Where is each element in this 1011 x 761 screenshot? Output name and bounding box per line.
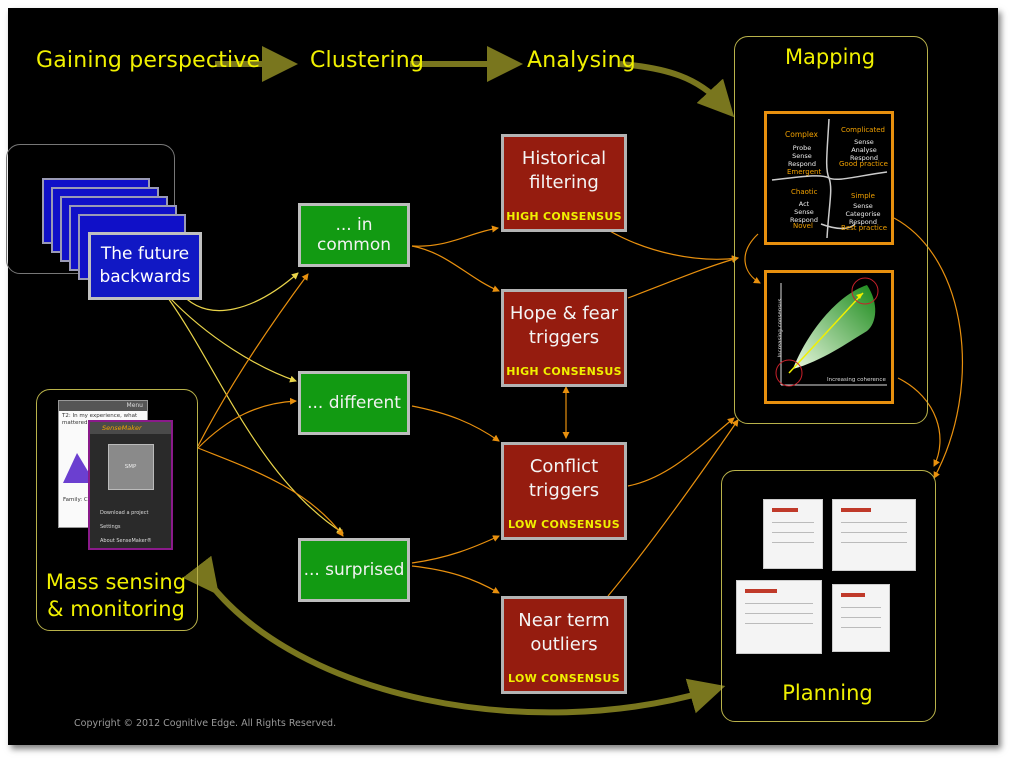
link-surprised-conflict (411, 535, 500, 564)
link-cynefin-graph (744, 233, 761, 284)
future-backwards-card: The future backwards (88, 232, 202, 300)
app-family: Family: Conn (63, 497, 99, 503)
consensus-graph: Increasing coherence Increasing consensu… (764, 270, 894, 404)
link-historical-mapping (607, 229, 739, 263)
link-common-hope (411, 245, 500, 292)
app-menu-item[interactable]: About SenseMaker® (100, 538, 152, 544)
cynefin-novel: Novel (793, 222, 813, 230)
link-future-surprised (167, 297, 344, 534)
planning-panel (721, 470, 936, 722)
consensus-label: LOW CONSENSUS (508, 672, 620, 685)
header-analysing: Analysing (527, 48, 636, 73)
link-different-conflict (411, 405, 500, 442)
cynefin-emergent: Emergent (787, 168, 822, 176)
cluster-in-common: ... in common (298, 203, 410, 267)
link-graph-planning (897, 377, 941, 467)
feedback-arrow (182, 555, 726, 716)
cynefin-complicated-sub: Sense Analyse Respond (850, 138, 878, 162)
cynefin-simple: Simple (851, 192, 875, 200)
consensus-label: LOW CONSENSUS (508, 518, 620, 531)
cynefin-chaotic-sub: Act Sense Respond (790, 200, 818, 224)
mapping-label: Mapping (784, 45, 876, 69)
analysis-title: Hope & fear triggers (509, 303, 619, 348)
connector-layer (167, 46, 964, 716)
analysis-title: Near term outliers (518, 610, 610, 655)
link-sensing-common (197, 273, 309, 447)
planning-document (763, 499, 823, 569)
link-future-common (177, 272, 299, 312)
graph-ylabel: Increasing consensus (777, 298, 784, 358)
link-future-different (167, 295, 297, 383)
cluster-different: ... different (298, 371, 410, 435)
cynefin-best-practice: Best practice (841, 224, 888, 232)
header-gaining-perspective: Gaining perspective (36, 48, 261, 73)
mass-sensing-label: Mass sensing & monitoring (45, 570, 187, 621)
cynefin-complex: Complex (785, 130, 818, 139)
analysis-hope-fear-triggers: Hope & fear triggers HIGH CONSENSUS (501, 289, 627, 387)
link-cynefin-planning (893, 217, 964, 479)
cluster-surprised: ... surprised (298, 538, 410, 602)
link-sensing-surprised (197, 447, 344, 537)
cynefin-lines (771, 118, 888, 239)
cynefin-good-practice: Good practice (839, 160, 888, 168)
planning-document (832, 584, 890, 652)
app-smp-button[interactable]: SMP (107, 444, 154, 490)
mass-sensing-panel (36, 389, 198, 631)
app-brand: SenseMaker (90, 422, 171, 434)
analysis-historical-filtering: Historical filtering HIGH CONSENSUS (501, 134, 627, 232)
planning-document (736, 580, 822, 654)
cynefin-complex-sub: Probe Sense Respond (788, 144, 816, 168)
app-menu-item[interactable]: Settings (100, 524, 121, 530)
diagram-board: Gaining perspective Clustering Analysing… (6, 8, 998, 745)
link-sensing-different (197, 397, 297, 449)
mapping-panel (734, 36, 928, 424)
cynefin-simple-sub: Sense Categorise Respond (845, 202, 881, 226)
header-clustering: Clustering (310, 48, 425, 73)
cynefin-complicated: Complicated (841, 126, 885, 134)
planning-document (832, 499, 916, 571)
app-menu-item[interactable]: Download a project (100, 510, 149, 516)
analysis-title: Historical filtering (521, 148, 607, 193)
app-screen-front: SenseMaker SMP Download a project Settin… (88, 420, 173, 550)
cynefin-framework: Complex Probe Sense Respond Complicated … (764, 111, 894, 245)
link-outliers-mapping (607, 419, 739, 597)
planning-label: Planning (782, 681, 873, 705)
link-conflict-mapping (627, 417, 735, 487)
graph-xlabel: Increasing coherence (827, 377, 886, 383)
link-hope-mapping (627, 256, 739, 299)
analysis-near-term-outliers: Near term outliers LOW CONSENSUS (501, 596, 627, 694)
link-surprised-outliers (411, 565, 500, 594)
consensus-label: HIGH CONSENSUS (506, 210, 622, 223)
graph-plot (775, 277, 887, 387)
consensus-label: HIGH CONSENSUS (506, 365, 622, 378)
cynefin-chaotic: Chaotic (791, 188, 818, 196)
analysis-conflict-triggers: Conflict triggers LOW CONSENSUS (501, 442, 627, 540)
app-menu: Menu (59, 401, 147, 411)
link-common-historical (411, 225, 499, 247)
analysis-title: Conflict triggers (528, 456, 600, 501)
copyright-notice: Copyright © 2012 Cognitive Edge. All Rig… (74, 718, 337, 729)
header-arrow-3 (619, 61, 735, 118)
